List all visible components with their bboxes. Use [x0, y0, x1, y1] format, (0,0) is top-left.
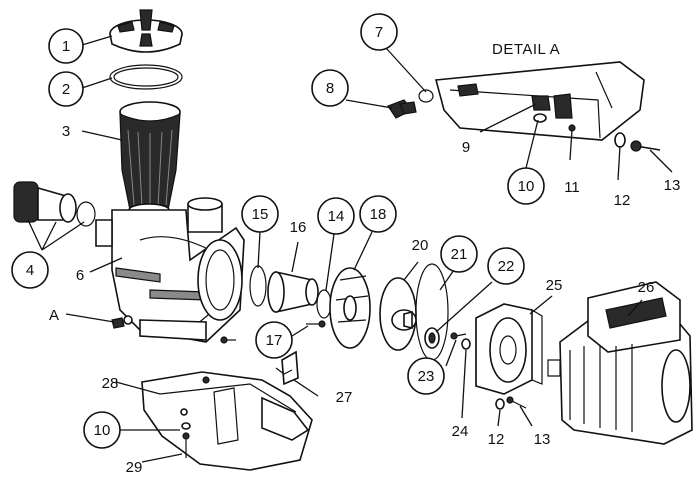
callout-10b-label: 10 — [94, 422, 111, 439]
callout-27-label: 27 — [336, 389, 353, 406]
detail-a-fasteners — [531, 95, 661, 152]
callout-11-label: 11 — [564, 179, 580, 196]
plug-o-ring — [418, 89, 434, 103]
diffuser-o-ring — [316, 289, 332, 319]
impeller — [379, 277, 417, 351]
seal-plate-washer — [461, 338, 471, 350]
callout-4: 4 — [11, 251, 49, 289]
callout-7-label: 7 — [375, 24, 383, 41]
motor — [547, 281, 693, 445]
union-fittings — [13, 181, 96, 227]
base-clip — [275, 350, 299, 386]
callout-4-label: 4 — [26, 262, 34, 279]
callout-8: 8 — [311, 69, 349, 107]
callout-29-label: 29 — [126, 459, 143, 476]
callout-a-label: A — [49, 307, 59, 324]
callout-28-label: 28 — [102, 375, 119, 392]
strainer-lid — [109, 9, 183, 53]
diffuser-adapter — [267, 271, 319, 313]
callout-14-label: 14 — [328, 208, 345, 225]
callout-13b-label: 13 — [534, 431, 551, 448]
diffuser — [329, 267, 371, 349]
seal-plate-screw — [450, 332, 467, 340]
drain-plug-a — [111, 315, 133, 329]
callout-22-label: 22 — [498, 258, 515, 275]
pump-screw-small — [220, 336, 236, 344]
callout-8-label: 8 — [326, 80, 334, 97]
callout-26-label: 26 — [638, 279, 655, 296]
shaft-seal — [424, 327, 440, 349]
callout-13a-label: 13 — [664, 177, 681, 194]
callout-21: 21 — [440, 235, 478, 273]
callout-10a: 10 — [507, 167, 545, 205]
callout-9-label: 9 — [462, 139, 470, 156]
callout-10a-label: 10 — [518, 178, 535, 195]
callout-21-label: 21 — [451, 246, 468, 263]
callout-7: 7 — [360, 13, 398, 51]
adapter-o-ring — [249, 265, 267, 307]
callout-2: 2 — [48, 71, 84, 107]
base-screws — [181, 422, 191, 458]
callout-12a-label: 12 — [614, 192, 631, 209]
callout-20-label: 20 — [412, 237, 429, 254]
callout-17-label: 17 — [266, 332, 283, 349]
callout-17: 17 — [255, 321, 293, 359]
callout-16-label: 16 — [290, 219, 307, 236]
callout-14: 14 — [317, 197, 355, 235]
drain-plug — [387, 99, 417, 119]
motor-bolts — [495, 396, 527, 410]
lid-o-ring — [109, 64, 183, 90]
pump-body — [95, 197, 245, 343]
callout-12b-label: 12 — [488, 431, 505, 448]
pump-base — [141, 371, 313, 471]
detail-a-title: DETAIL A — [492, 41, 560, 58]
callout-23: 23 — [407, 357, 445, 395]
callout-18: 18 — [359, 195, 397, 233]
callout-2-label: 2 — [62, 81, 70, 98]
callout-15: 15 — [241, 195, 279, 233]
callout-18-label: 18 — [370, 206, 387, 223]
callout-25-label: 25 — [546, 277, 563, 294]
callout-22: 22 — [487, 247, 525, 285]
callout-15-label: 15 — [252, 206, 269, 223]
callout-24-label: 24 — [452, 423, 469, 440]
leader-lines — [27, 35, 673, 463]
seal-plate — [475, 303, 543, 395]
callout-1-label: 1 — [62, 38, 70, 55]
callout-3-label: 3 — [62, 123, 70, 140]
callout-10b: 10 — [83, 411, 121, 449]
callout-6-label: 6 — [76, 267, 84, 284]
callout-23-label: 23 — [418, 368, 435, 385]
callout-1: 1 — [48, 28, 84, 64]
diffuser-screw — [306, 320, 326, 328]
strainer-basket — [119, 101, 181, 217]
